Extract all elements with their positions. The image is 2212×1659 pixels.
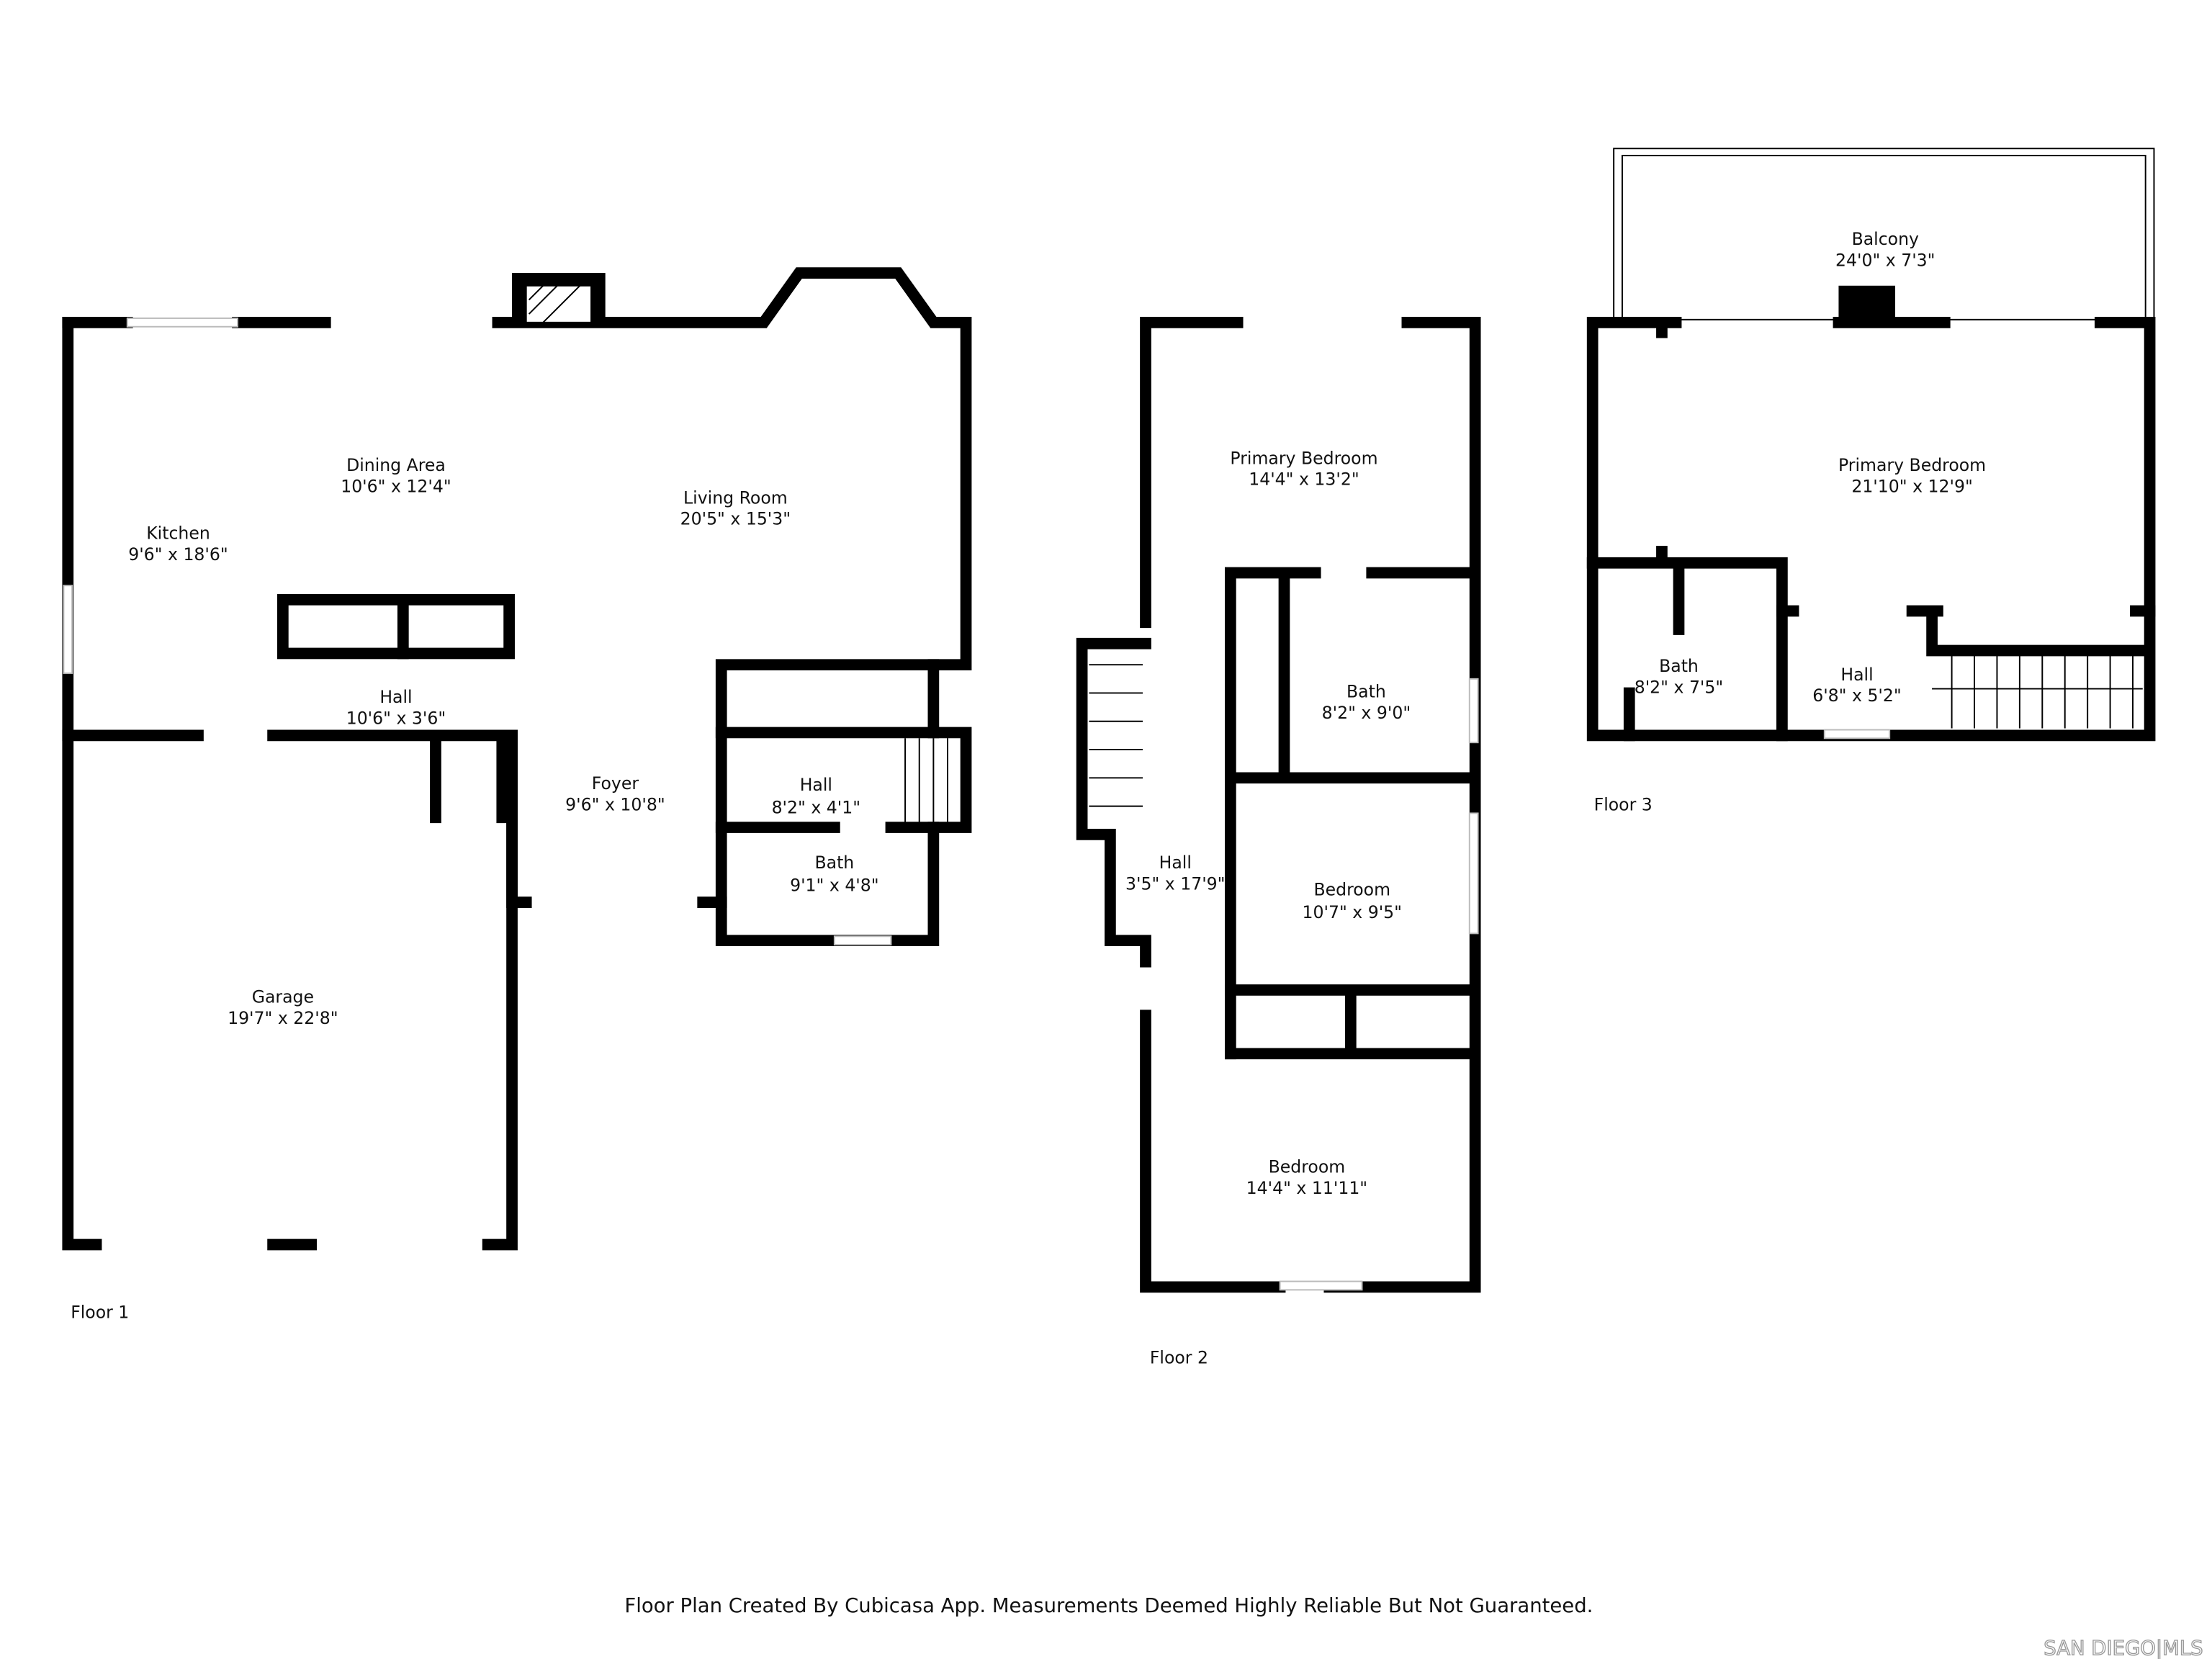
room-name: Garage xyxy=(252,987,314,1007)
room-size: 9'6" x 18'6" xyxy=(128,544,228,565)
floor-label: Floor 1 xyxy=(71,1303,129,1323)
room-name: Bedroom xyxy=(1269,1156,1346,1177)
room-name: Primary Bedroom xyxy=(1230,448,1377,468)
room-name: Hall xyxy=(1840,665,1873,685)
room-name: Dining Area xyxy=(346,455,446,475)
room-name: Balcony xyxy=(1852,229,1919,249)
room-size: 20'5" x 15'3" xyxy=(680,509,791,529)
room-size: 14'4" x 11'11" xyxy=(1246,1178,1368,1198)
room-name: Hall xyxy=(800,775,832,795)
room-name: Primary Bedroom xyxy=(1838,455,1986,475)
footer-disclaimer: Floor Plan Created By Cubicasa App. Meas… xyxy=(624,1594,1593,1617)
room-name: Bath xyxy=(1659,656,1699,676)
room-name: Bath xyxy=(814,853,854,873)
mls-logo: SAN DIEGO|MLS xyxy=(2044,1637,2203,1659)
room-size: 10'7" x 9'5" xyxy=(1303,902,1403,922)
room-size: 3'5" x 17'9" xyxy=(1125,873,1226,894)
room-size: 21'10" x 12'9" xyxy=(1851,477,1972,497)
room-size: 9'6" x 10'8" xyxy=(565,794,665,814)
room-size: 14'4" x 13'2" xyxy=(1249,469,1359,490)
floor-label: Floor 3 xyxy=(1594,794,1653,814)
room-size: 19'7" x 22'8" xyxy=(228,1008,338,1028)
room-size: 8'2" x 7'5" xyxy=(1635,677,1724,697)
room-name: Bedroom xyxy=(1313,879,1390,899)
room-name: Foyer xyxy=(592,773,639,793)
floor-2-plan xyxy=(1076,316,1481,1293)
room-name: Living Room xyxy=(683,487,788,508)
room-size: 6'8" x 5'2" xyxy=(1812,685,1902,706)
room-name: Hall xyxy=(379,687,412,707)
floor-label: Floor 2 xyxy=(1150,1347,1208,1367)
room-name: Kitchen xyxy=(146,523,210,543)
room-size: 9'1" x 4'8" xyxy=(790,875,879,895)
room-name: Hall xyxy=(1159,853,1192,873)
room-size: 8'2" x 4'1" xyxy=(772,797,861,817)
room-size: 24'0" x 7'3" xyxy=(1835,250,1936,270)
room-size: 10'6" x 12'4" xyxy=(341,477,451,497)
floor-1-plan xyxy=(62,267,972,1251)
room-size: 8'2" x 9'0" xyxy=(1322,703,1411,723)
room-size: 10'6" x 3'6" xyxy=(346,709,446,729)
room-name: Bath xyxy=(1346,681,1386,701)
floor-3-plan xyxy=(1586,148,2156,742)
